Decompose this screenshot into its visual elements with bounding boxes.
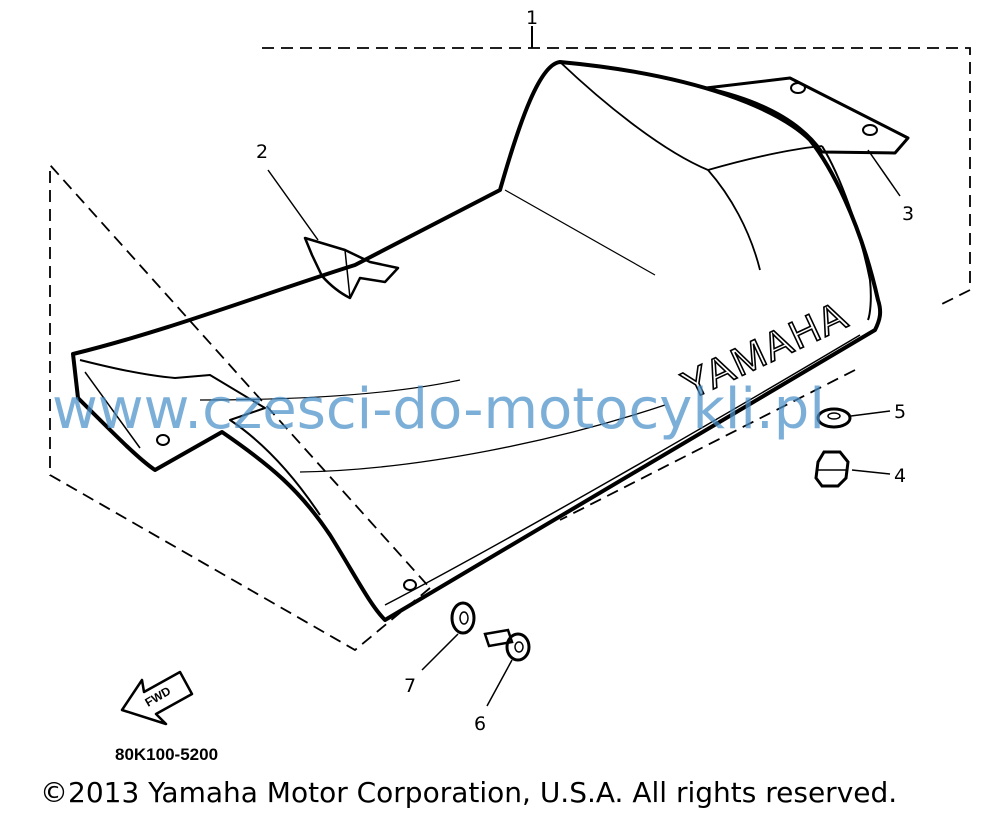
callout-1: 1	[526, 7, 538, 29]
callout-5: 5	[894, 401, 906, 423]
leader-6	[486, 659, 513, 707]
bolt-6	[483, 628, 531, 662]
washer-7	[450, 601, 476, 635]
watermark: www.czesci-do-motocykli.pl	[52, 377, 825, 442]
leader-4	[851, 469, 891, 475]
callout-6: 6	[474, 713, 486, 735]
callout-7: 7	[404, 675, 416, 697]
copyright: ©2013 Yamaha Motor Corporation, U.S.A. A…	[40, 776, 897, 809]
assembly-boundary	[49, 47, 971, 652]
leader-3	[867, 149, 901, 197]
callout-2: 2	[256, 141, 268, 163]
rear-bracket	[704, 76, 910, 155]
forward-arrow-icon: FWD	[120, 670, 194, 726]
leader-5	[850, 410, 891, 417]
part-code: 80K100-5200	[115, 745, 218, 764]
washer-5	[816, 407, 852, 429]
leader-7	[421, 633, 459, 671]
strap-bracket	[303, 236, 400, 300]
callout-4: 4	[894, 465, 906, 487]
seat-body	[71, 60, 883, 622]
callout-3: 3	[902, 203, 914, 225]
leader-2	[267, 169, 319, 241]
nut-4	[814, 450, 850, 488]
